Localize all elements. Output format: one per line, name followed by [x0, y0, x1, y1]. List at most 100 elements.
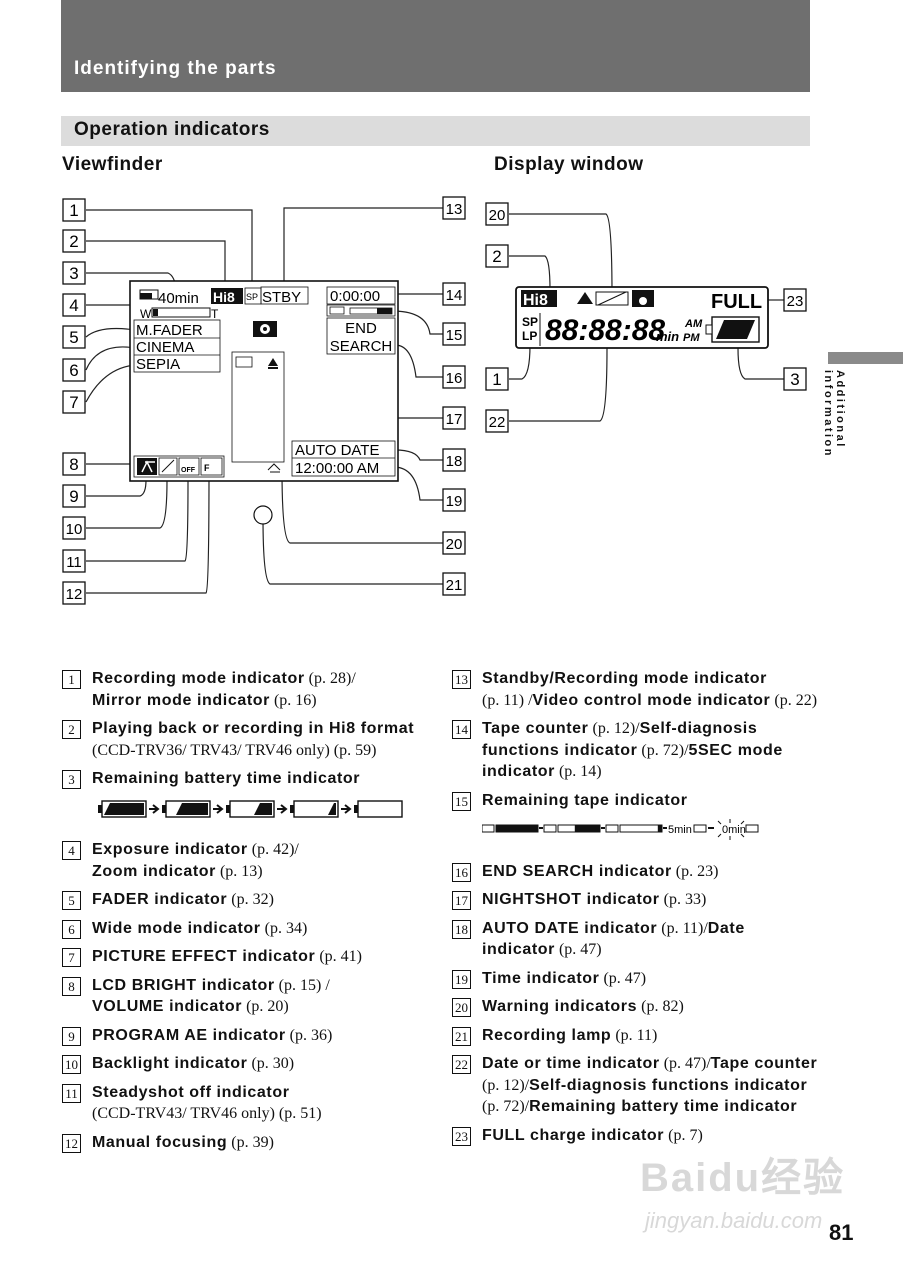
- legend-number: 15: [452, 791, 471, 811]
- legend-term: VOLUME indicator: [92, 998, 243, 1015]
- display-callout-1: 1: [485, 367, 509, 391]
- svg-text:OFF: OFF: [181, 467, 196, 474]
- legend-page-ref: (p. 12)/: [482, 1076, 530, 1094]
- viewfinder-callout-19: 19: [442, 488, 466, 512]
- viewfinder-title: Viewfinder: [62, 154, 163, 175]
- legend-term: FULL charge indicator: [482, 1126, 665, 1144]
- tape-strip-0min: 0min: [722, 824, 746, 836]
- viewfinder-callout-4: 4: [62, 293, 86, 317]
- warning-box: [231, 351, 285, 463]
- legend-page-ref: (p. 15) /: [274, 976, 330, 994]
- svg-text:11: 11: [66, 554, 82, 571]
- legend-term: Standby/Recording mode indicator: [482, 670, 768, 687]
- watermark-url: jingyan.baidu.com: [645, 1208, 823, 1233]
- legend-number: 21: [452, 1026, 471, 1046]
- svg-text:9: 9: [69, 487, 78, 506]
- legend-term: LCD BRIGHT indicator: [92, 976, 275, 994]
- svg-text:4: 4: [69, 296, 78, 315]
- viewfinder-screen: 40min Hi8 SP STBY 0:00:00 W T M.FADER CI…: [129, 280, 399, 525]
- display-callout-2: 2: [485, 244, 509, 268]
- legend-page-ref: (CCD-TRV43/ TRV46 only) (p. 51): [92, 1105, 322, 1122]
- header-bar: [61, 0, 810, 92]
- side-tab-marker: [828, 352, 903, 364]
- display-window-title: Display window: [494, 154, 644, 175]
- viewfinder-callout-21: 21: [442, 572, 466, 596]
- dw-pm: PM: [683, 332, 700, 344]
- legend-page-ref: (p. 7): [664, 1126, 703, 1144]
- viewfinder-callout-14: 14: [442, 282, 466, 306]
- legend-term: Playing back or recording in Hi8 format: [92, 720, 415, 737]
- side-tab-label: Additional information: [822, 370, 846, 458]
- legend-term: Wide mode indicator: [92, 919, 261, 937]
- legend-page-ref: (p. 47): [599, 969, 647, 987]
- tape-icon: [329, 306, 345, 315]
- legend-number: 10: [62, 1055, 81, 1074]
- legend-term: Backlight indicator: [92, 1055, 248, 1072]
- legend-page-ref: (p. 11) /: [482, 691, 533, 709]
- legend-term: PICTURE EFFECT indicator: [92, 948, 316, 965]
- dw-digits: 88:88:88: [545, 314, 665, 347]
- vf-wide: CINEMA: [136, 339, 194, 356]
- legend-number: 17: [452, 891, 471, 910]
- legend-term: Remaining battery time indicator: [92, 770, 361, 787]
- vf-auto-date: AUTO DATE: [295, 442, 379, 459]
- svg-text:3: 3: [69, 264, 78, 283]
- svg-text:1: 1: [69, 201, 78, 220]
- display-callout-20: 20: [485, 202, 509, 226]
- legend-page-ref: (p. 33): [659, 891, 707, 908]
- viewfinder-callout-16: 16: [442, 365, 466, 389]
- legend-number: 3: [62, 770, 81, 789]
- legend-page-ref: (p. 47): [554, 941, 602, 958]
- dw-lp: LP: [522, 329, 537, 343]
- legend-term: Video control mode indicator: [532, 691, 771, 709]
- vf-hi8: Hi8: [213, 289, 235, 305]
- legend-number: 19: [452, 969, 471, 989]
- legend-page-ref: (p. 42)/: [247, 841, 299, 858]
- legend-page-ref: (p. 36): [285, 1026, 333, 1044]
- legend-page-ref: (p. 20): [242, 998, 289, 1015]
- page-number: 81: [829, 1220, 854, 1245]
- svg-text:14: 14: [446, 287, 463, 304]
- legend-term: Remaining tape indicator: [482, 791, 688, 809]
- vf-zoom-t: T: [211, 307, 219, 321]
- legend-number: 5: [62, 891, 81, 910]
- battery-fill-icon: [140, 293, 152, 299]
- vf-zoom-w: W: [140, 307, 152, 321]
- vf-standby: STBY: [262, 289, 301, 306]
- svg-text:20: 20: [489, 207, 506, 224]
- legend-term: Date indicator: [482, 919, 745, 959]
- legend-page-ref: (p. 39): [227, 1133, 274, 1151]
- legend-term: Self-diagnosis functions indicator: [482, 720, 758, 759]
- legend-term: Remaining battery time indicator: [529, 1098, 798, 1115]
- legend-term: Steadyshot off indicator: [92, 1083, 290, 1101]
- manual-focus-icon: [200, 457, 223, 476]
- svg-text:5: 5: [69, 328, 78, 347]
- viewfinder-callout-13: 13: [442, 196, 466, 220]
- vf-end: END: [345, 320, 377, 337]
- legend-item-3: 3 Remaining battery time indicator: [62, 768, 432, 832]
- display-callout-23: 23: [783, 288, 807, 312]
- legend-term: Tape counter: [482, 720, 589, 737]
- viewfinder-callout-3: 3: [62, 261, 86, 285]
- svg-text:21: 21: [446, 577, 463, 594]
- legend-term: 5SEC mode indicator: [482, 741, 783, 781]
- svg-text:2: 2: [492, 247, 501, 266]
- svg-text:22: 22: [489, 414, 506, 431]
- svg-text:18: 18: [446, 453, 463, 470]
- viewfinder-callout-5: 5: [62, 325, 86, 349]
- legend-page-ref: (p. 14): [554, 763, 602, 780]
- viewfinder-callout-15: 15: [442, 322, 466, 346]
- legend-page-ref: (p. 12)/: [588, 720, 640, 737]
